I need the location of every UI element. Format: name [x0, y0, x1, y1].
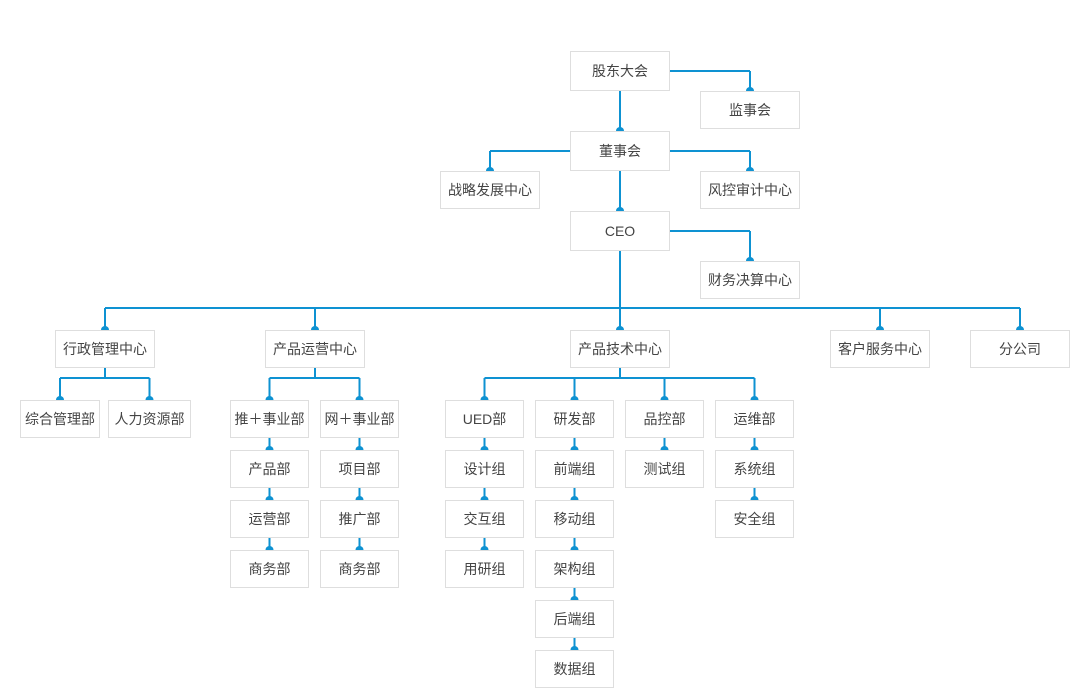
org-node-n2[interactable]: 监事会	[700, 91, 800, 129]
org-node-n7[interactable]: 财务决算中心	[700, 261, 800, 299]
org-node-label: 行政管理中心	[63, 341, 147, 357]
org-node-label: 风控审计中心	[708, 182, 792, 198]
org-node-label: 产品运营中心	[273, 341, 357, 357]
org-node-label: UED部	[462, 411, 507, 427]
org-node-label: 安全组	[733, 511, 776, 527]
org-node-label: 股东大会	[592, 63, 648, 79]
org-node-d4[interactable]: 客户服务中心	[830, 330, 930, 368]
org-node-label: 产品技术中心	[578, 341, 662, 357]
org-node-label: 测试组	[643, 461, 686, 477]
org-node-u2[interactable]: 设计组	[445, 450, 524, 488]
org-node-label: 用研组	[463, 561, 506, 577]
org-node-label: 推＋事业部	[234, 411, 305, 427]
org-node-label: 网＋事业部	[324, 411, 395, 427]
org-node-d5[interactable]: 分公司	[970, 330, 1070, 368]
org-node-o3[interactable]: 安全组	[715, 500, 794, 538]
org-node-p3[interactable]: 运营部	[230, 500, 309, 538]
org-node-p1[interactable]: 推＋事业部	[230, 400, 309, 438]
org-node-n3[interactable]: 董事会	[570, 131, 670, 171]
org-node-label: 后端组	[553, 611, 596, 627]
org-node-label: 综合管理部	[25, 411, 95, 427]
org-node-label: 架构组	[553, 561, 596, 577]
org-node-d2[interactable]: 产品运营中心	[265, 330, 365, 368]
org-node-label: 运维部	[733, 411, 776, 427]
org-node-d3[interactable]: 产品技术中心	[570, 330, 670, 368]
org-node-q4[interactable]: 商务部	[320, 550, 399, 588]
org-node-t2[interactable]: 测试组	[625, 450, 704, 488]
org-node-q1[interactable]: 网＋事业部	[320, 400, 399, 438]
org-node-r4[interactable]: 架构组	[535, 550, 614, 588]
org-node-a1[interactable]: 综合管理部	[20, 400, 100, 438]
org-node-label: 商务部	[248, 561, 291, 577]
org-node-r5[interactable]: 后端组	[535, 600, 614, 638]
org-node-r3[interactable]: 移动组	[535, 500, 614, 538]
org-node-label: 系统组	[733, 461, 776, 477]
org-node-label: 监事会	[729, 102, 771, 118]
org-node-label: 商务部	[338, 561, 381, 577]
org-node-r2[interactable]: 前端组	[535, 450, 614, 488]
org-node-label: 设计组	[463, 461, 506, 477]
org-node-q2[interactable]: 项目部	[320, 450, 399, 488]
org-node-label: 品控部	[643, 411, 686, 427]
org-node-label: 董事会	[599, 143, 641, 159]
org-node-r1[interactable]: 研发部	[535, 400, 614, 438]
org-node-label: 前端组	[553, 461, 596, 477]
org-node-n4[interactable]: 战略发展中心	[440, 171, 540, 209]
org-node-d1[interactable]: 行政管理中心	[55, 330, 155, 368]
org-node-u3[interactable]: 交互组	[445, 500, 524, 538]
org-node-label: 分公司	[999, 341, 1041, 357]
org-node-label: 研发部	[553, 411, 596, 427]
org-node-label: 人力资源部	[114, 411, 185, 427]
org-node-label: 交互组	[463, 511, 506, 527]
org-node-n6[interactable]: CEO	[570, 211, 670, 251]
org-node-label: 客户服务中心	[838, 341, 922, 357]
org-node-o1[interactable]: 运维部	[715, 400, 794, 438]
org-node-n5[interactable]: 风控审计中心	[700, 171, 800, 209]
org-node-r6[interactable]: 数据组	[535, 650, 614, 688]
org-node-label: 产品部	[248, 461, 291, 477]
org-node-label: 财务决算中心	[708, 272, 792, 288]
org-node-u4[interactable]: 用研组	[445, 550, 524, 588]
org-node-p4[interactable]: 商务部	[230, 550, 309, 588]
org-node-u1[interactable]: UED部	[445, 400, 524, 438]
org-node-n1[interactable]: 股东大会	[570, 51, 670, 91]
org-node-label: 运营部	[248, 511, 291, 527]
org-node-o2[interactable]: 系统组	[715, 450, 794, 488]
org-node-a2[interactable]: 人力资源部	[108, 400, 191, 438]
org-node-q3[interactable]: 推广部	[320, 500, 399, 538]
org-node-label: 推广部	[338, 511, 381, 527]
org-node-label: 数据组	[553, 661, 596, 677]
org-node-label: 战略发展中心	[448, 182, 532, 198]
org-node-t1[interactable]: 品控部	[625, 400, 704, 438]
org-node-label: CEO	[604, 223, 636, 239]
org-node-label: 项目部	[338, 461, 381, 477]
org-node-label: 移动组	[553, 511, 596, 527]
org-node-p2[interactable]: 产品部	[230, 450, 309, 488]
